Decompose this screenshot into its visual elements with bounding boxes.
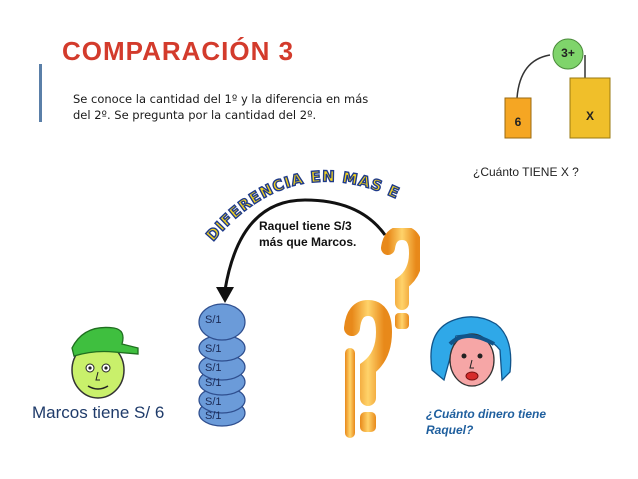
raquel-eye-right — [477, 353, 483, 359]
question-mark-front — [344, 299, 393, 406]
slide-subtitle: Se conoce la cantidad del 1º y la difere… — [73, 91, 383, 123]
diagram-question: ¿Cuánto TIENE X ? — [473, 165, 579, 179]
diagram-box-left — [504, 97, 532, 139]
slide-title: COMPARACIÓN 3 — [62, 36, 295, 66]
raquel-fact: Raquel tiene S/3 más que Marcos. — [259, 218, 356, 250]
raquel-question-line-2: Raquel? — [426, 423, 474, 437]
coin-label-2: S/1 — [205, 343, 222, 355]
arrow-head-icon — [216, 287, 234, 303]
diagram-box-right — [569, 77, 611, 139]
coin-label-5: S/1 — [205, 396, 222, 408]
raquel-eye-left — [461, 353, 467, 359]
question-dot-back — [395, 313, 409, 329]
coin-label-3: S/1 — [205, 362, 222, 374]
coin-label-4: S/1 — [205, 377, 222, 389]
marcos-nose — [95, 371, 100, 381]
diagram-right-box-label: X — [585, 109, 594, 123]
diagram-circle — [552, 38, 584, 70]
raquel-avatar — [430, 316, 512, 387]
raquel-fact-line-1: Raquel tiene S/3 — [259, 219, 352, 233]
marcos-pupil-left — [88, 366, 92, 370]
marcos-avatar — [71, 326, 139, 399]
difference-word-art: DIFERENCIA EN MAS ES 3 — [195, 150, 402, 245]
raquel-fact-line-2: más que Marcos. — [259, 235, 357, 249]
diagram-connector-left — [516, 54, 551, 99]
raquel-question-line-1: ¿Cuánto dinero tiene — [426, 407, 546, 421]
coin-stack — [198, 303, 246, 427]
subtitle-line-2: del 2º. Se pregunta por la cantidad del … — [73, 108, 317, 122]
raquel-question: ¿Cuánto dinero tiene Raquel? — [426, 406, 546, 438]
marcos-cap-icon — [71, 326, 139, 357]
raquel-mouth — [465, 371, 479, 381]
coin-label-1: S/1 — [205, 314, 222, 326]
diagram-left-box-label: 6 — [514, 115, 522, 129]
coin-label-6: S/1 — [205, 410, 222, 422]
accent-bar — [39, 64, 42, 122]
marcos-pupil-right — [104, 366, 108, 370]
coin-1 — [198, 303, 246, 341]
raquel-bangs — [448, 334, 495, 346]
arrow-curve — [223, 198, 387, 291]
question-mark-back — [381, 228, 420, 310]
comparison-diagram — [504, 38, 611, 139]
question-marks-icon — [344, 228, 420, 438]
marcos-mouth — [87, 385, 109, 390]
subtitle-line-1: Se conoce la cantidad del 1º y la difere… — [73, 92, 369, 106]
diagram-circle-label: 3+ — [561, 46, 575, 60]
transfer-arrow — [216, 198, 387, 303]
marcos-fact: Marcos tiene S/ 6 — [32, 403, 165, 422]
question-dot-front — [360, 412, 376, 432]
raquel-nose — [469, 359, 474, 369]
question-accent — [345, 348, 355, 438]
